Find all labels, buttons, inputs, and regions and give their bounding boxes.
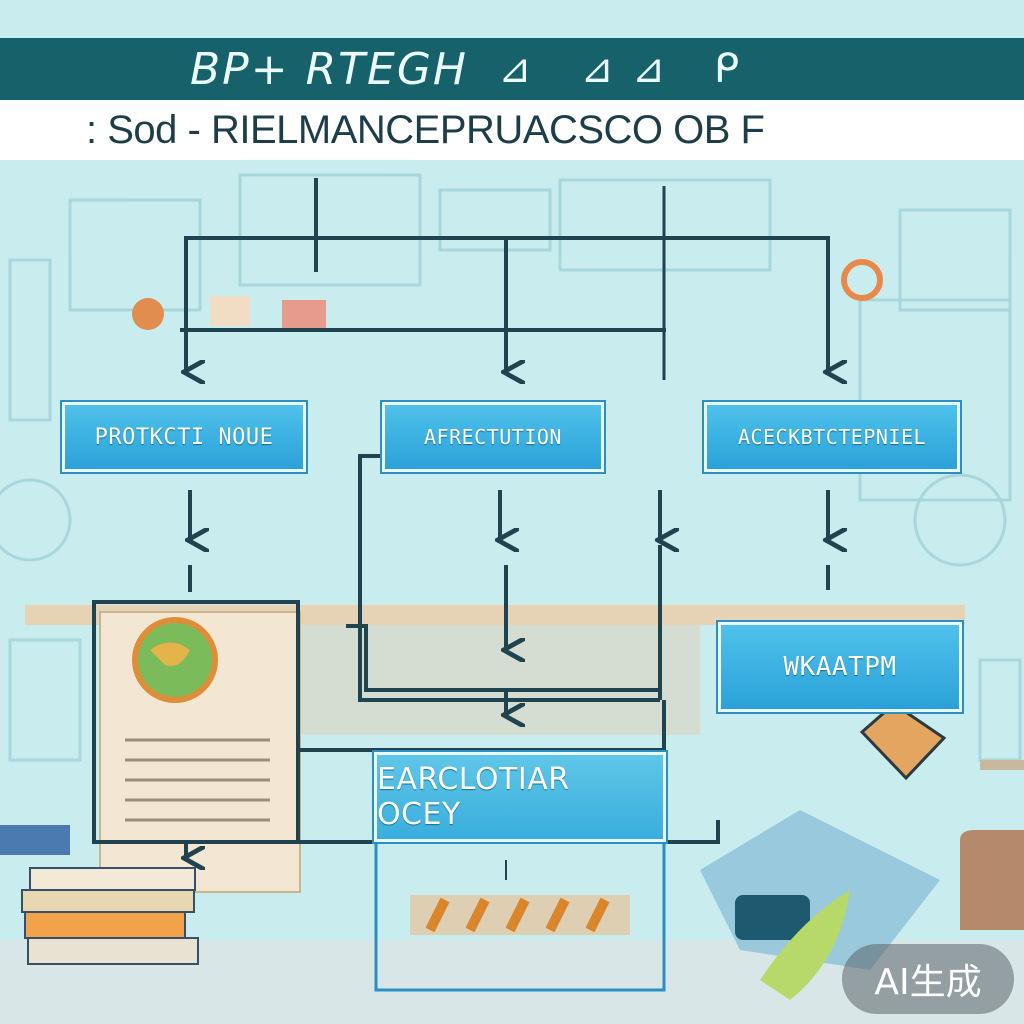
book-small <box>210 296 250 326</box>
ai-generated-badge: AI生成 <box>842 944 1014 1014</box>
book-stack <box>0 825 199 965</box>
page-subtitle: : Sod - RIELMANCEPRUACSCO OB F <box>86 107 765 152</box>
side-table <box>980 760 1024 770</box>
process-box-bottom: EARCLOTIAR OCEY <box>374 752 666 842</box>
leaf-illustration <box>760 890 850 1000</box>
title-bar: BP+ RTEGH ⊿ ⊿⊿ ᑭ <box>0 38 1024 100</box>
chair <box>960 830 1024 930</box>
process-box-lower-right: WKAATPM <box>718 622 962 712</box>
process-box-left: PROTKCTI NOUE <box>62 402 306 472</box>
box-small <box>282 300 326 328</box>
orange-ball <box>132 298 164 330</box>
stripes <box>425 897 610 933</box>
page-title: BP+ RTEGH <box>190 43 469 95</box>
background-sketches <box>0 173 1022 762</box>
connectors <box>92 178 828 880</box>
process-box-right: ACECKBTCTEPNIEL <box>704 402 960 472</box>
case-illustration <box>735 895 810 940</box>
tablet-illustration <box>859 702 947 781</box>
process-box-middle: AFRECTUTION <box>382 402 604 472</box>
subtitle-bar: : Sod - RIELMANCEPRUACSCO OB F <box>0 100 1024 160</box>
globe-paper <box>99 611 301 893</box>
title-glyphs: ⊿ ⊿⊿ ᑭ <box>498 46 758 92</box>
headphones-icon <box>841 259 883 301</box>
